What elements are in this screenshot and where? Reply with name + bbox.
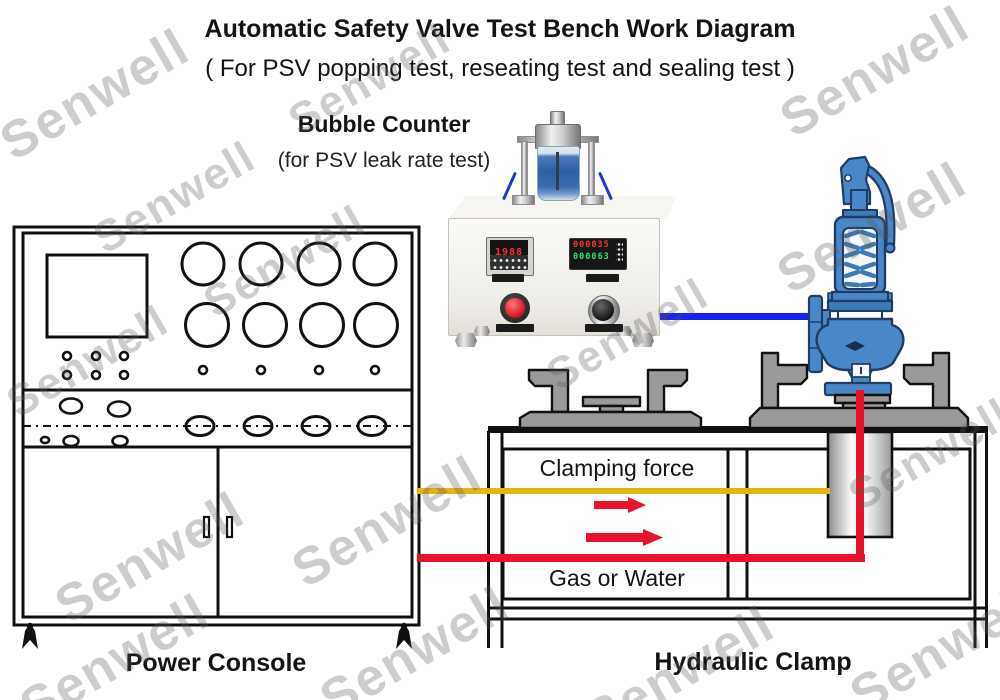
console-feet bbox=[22, 622, 412, 649]
bonnet-flange bbox=[830, 290, 890, 303]
bubble-counter-sublabel: (for PSV leak rate test) bbox=[277, 149, 491, 172]
left-clamp-station bbox=[518, 368, 703, 430]
bubble-counter-label: Bubble Counter bbox=[297, 111, 471, 137]
test-media-riser bbox=[856, 390, 864, 562]
timer-value: 1988 bbox=[494, 247, 524, 258]
line-valves bbox=[184, 415, 388, 437]
table-top bbox=[488, 426, 988, 433]
counter-buttons bbox=[616, 241, 623, 263]
counter-display-top: 000035 bbox=[573, 240, 610, 250]
diagram-subtitle: ( For PSV popping test, reseating test a… bbox=[205, 55, 795, 82]
leak-test-line bbox=[652, 313, 812, 320]
device-foot bbox=[474, 326, 490, 336]
console-screen bbox=[45, 253, 149, 339]
console-right-door bbox=[216, 445, 414, 619]
right-door-handle bbox=[225, 515, 234, 539]
table-inner-panel bbox=[501, 447, 972, 601]
right-clamp-post bbox=[646, 368, 689, 414]
fulcrum-hole bbox=[844, 174, 852, 182]
right-holder-post bbox=[902, 351, 951, 410]
power-console-drawing bbox=[12, 225, 421, 649]
blind-disc bbox=[581, 395, 642, 408]
start-button bbox=[505, 298, 525, 318]
timer-keypad bbox=[490, 255, 528, 270]
test-media-line bbox=[417, 554, 865, 562]
table-frame bbox=[487, 431, 988, 648]
body-diamond-mark bbox=[845, 341, 865, 351]
bubble-counter-device: 1988 000035 000063 bbox=[440, 105, 676, 355]
clamping-force-line bbox=[417, 488, 830, 494]
start-button-nameplate bbox=[496, 324, 534, 332]
clamping-force-label: Clamping force bbox=[539, 455, 695, 481]
valve-spring bbox=[843, 229, 877, 288]
left-clamp-post bbox=[527, 368, 570, 414]
hydraulic-clamp-label: Hydraulic Clamp bbox=[654, 648, 852, 676]
diagram-title: Automatic Safety Valve Test Bench Work D… bbox=[204, 15, 796, 43]
gas-or-water-label: Gas or Water bbox=[549, 565, 685, 591]
timer-nameplate bbox=[492, 274, 524, 282]
bracket-right-leg bbox=[588, 141, 595, 200]
dip-tube bbox=[556, 152, 559, 190]
counter-display-bottom: 000063 bbox=[573, 252, 610, 262]
bracket-left-leg bbox=[521, 141, 528, 200]
bracket-left-base bbox=[512, 195, 535, 205]
left-clamp-base bbox=[518, 410, 703, 430]
hydraulic-clamp-table bbox=[487, 351, 988, 648]
control-knob bbox=[592, 299, 614, 321]
manual-valve-handles bbox=[39, 397, 132, 448]
device-foot bbox=[616, 326, 632, 336]
bubble-counter-top-face bbox=[448, 196, 676, 219]
timer-display: 1988 bbox=[490, 240, 528, 258]
device-foot bbox=[455, 333, 477, 347]
bracket-right-base bbox=[581, 195, 604, 205]
console-cabinet bbox=[12, 225, 421, 627]
device-foot bbox=[632, 333, 654, 347]
flow-arrows bbox=[586, 497, 663, 546]
left-holder-post bbox=[760, 351, 809, 410]
bubble-counter-front-face bbox=[448, 218, 660, 336]
pressure-gauges bbox=[180, 241, 399, 348]
counter-nameplate bbox=[586, 274, 619, 282]
indicator-buttons bbox=[61, 350, 381, 381]
body-flange bbox=[826, 299, 894, 313]
knob-nameplate bbox=[585, 324, 623, 332]
lever-end bbox=[884, 242, 896, 254]
valve-stem bbox=[850, 189, 868, 213]
power-console-label: Power Console bbox=[125, 649, 307, 677]
safety-valve bbox=[807, 155, 905, 397]
adjusting-ring bbox=[837, 310, 883, 320]
console-left-door bbox=[21, 445, 220, 619]
left-door-handle bbox=[202, 515, 211, 539]
